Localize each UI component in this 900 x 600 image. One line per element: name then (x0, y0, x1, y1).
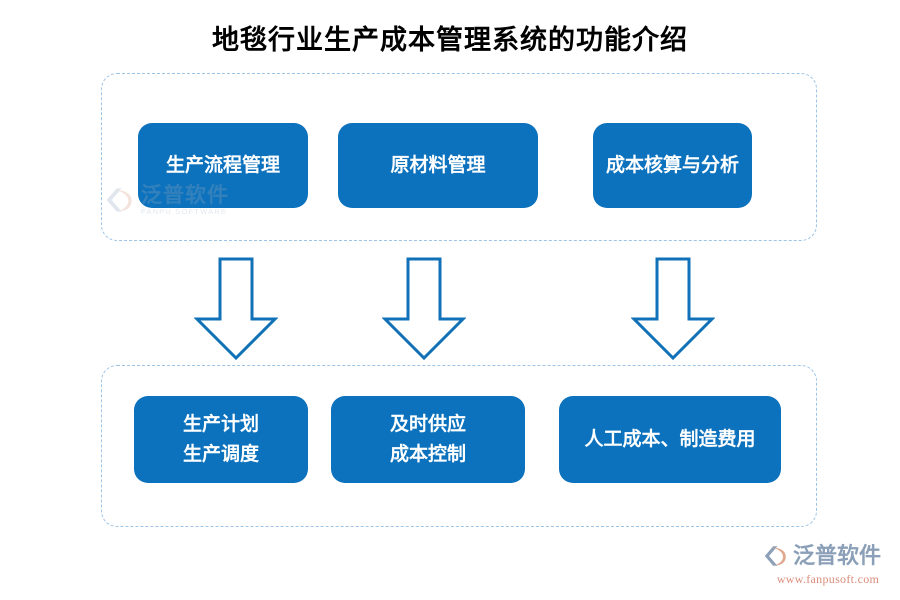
arrow-down-icon-1 (194, 257, 278, 361)
node-bottom-labor-manufacturing-cost[interactable]: 人工成本、制造费用 (559, 396, 781, 483)
fanpu-logo-icon (764, 546, 786, 566)
node-label-line: 成本核算与分析 (605, 154, 739, 176)
node-label-line: 生产调度 (182, 443, 259, 465)
node-top-production-process-management[interactable]: 生产流程管理 (138, 123, 308, 208)
node-top-raw-material-management[interactable]: 原材料管理 (338, 123, 538, 208)
node-bottom-timely-supply-cost-control[interactable]: 及时供应 成本控制 (331, 396, 525, 483)
logo-url: www.fanpusoft.com (776, 572, 880, 586)
arrow-down-icon-3 (631, 257, 715, 361)
logo-brand-cn: 泛普软件 (793, 543, 882, 568)
node-label-line: 人工成本、制造费用 (584, 428, 756, 450)
node-label-line: 成本控制 (389, 443, 466, 465)
node-top-cost-accounting-analysis[interactable]: 成本核算与分析 (593, 123, 752, 208)
group-container-bottom (101, 365, 817, 527)
node-label-line: 生产流程管理 (165, 154, 280, 176)
node-bottom-production-plan-schedule[interactable]: 生产计划 生产调度 (134, 396, 308, 483)
node-label-line: 生产计划 (182, 414, 259, 436)
logo-row: 泛普软件 (762, 543, 894, 569)
node-label-line: 及时供应 (389, 414, 466, 436)
arrow-down-icon-2 (382, 257, 466, 361)
group-container-top (101, 73, 817, 241)
node-label-line: 原材料管理 (390, 154, 486, 176)
brand-logo: 泛普软件 www.fanpusoft.com (762, 543, 894, 591)
page-title: 地毯行业生产成本管理系统的功能介绍 (212, 25, 688, 55)
